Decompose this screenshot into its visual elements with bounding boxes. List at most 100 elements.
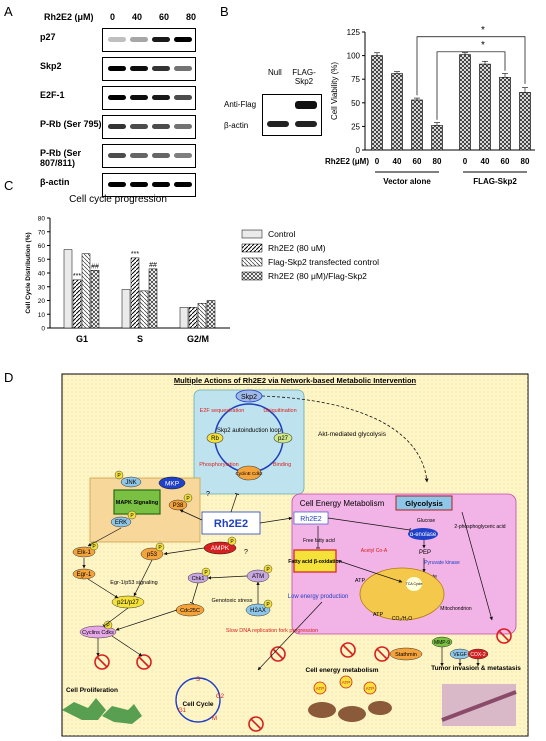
x-tick-label: G2/M [187,334,209,344]
glucose-label: Glucose [417,518,436,524]
blot-band [152,182,170,187]
viability-bar [479,63,491,151]
h2ax-label: H2AX [250,608,266,614]
blot-band [130,66,148,71]
distribution-bar [81,253,91,329]
phospho-badge [263,564,273,574]
stop-icon [496,628,512,644]
distribution-bar [197,303,207,329]
distribution-bar [90,270,100,329]
legend-swatch [241,271,263,281]
distribution-bar [72,279,82,329]
sig-bracket [416,36,526,96]
connector [87,527,122,547]
panel-c-letter: C [4,178,14,193]
blot-band [108,37,126,42]
dose-label: 60 [158,12,169,22]
viability-bar [371,55,383,151]
atm-label: ATM [252,574,264,580]
rh2e2-question: ? [244,549,248,556]
mmp9-label: MMP-9 [434,640,450,646]
stop-icon [340,642,356,658]
connector-lines [82,492,493,671]
phospho-badge [263,599,273,609]
connector [179,509,203,521]
atp-outcome-label: ATP [342,680,350,685]
y-axis-label: Cell Viability (%) [330,62,339,120]
blot-strip [102,144,196,168]
phospho-label: P [158,545,162,551]
connector [257,601,323,671]
y-tick-label: 0 [356,146,361,155]
phospho-label: P [204,570,208,576]
skp2-label: Skp2 [241,394,257,401]
phospho-badge [201,567,211,577]
elk1-label: Elk-1 [77,550,91,556]
jnk-node [120,476,142,488]
blot-row: β-actin [40,171,200,197]
rb-node [206,432,224,444]
mito-blob [368,701,392,715]
akt-arrow [261,395,429,483]
fao-label: Fatty acid β-oxidation [288,559,342,565]
connector [163,547,205,556]
rh2e2-small-label: Rh2E2 [300,516,322,523]
atp-label-2: ATP [373,612,384,618]
phospho-badge [114,470,124,480]
egr-p53-label: Egr-1/p53 signaling [110,580,157,586]
cell-cycle-chart: Cell cycle progression01020304050607080C… [25,194,379,344]
atp-outcome-group: ATP ATP ATP [313,675,377,695]
invasion-fiber [441,690,517,722]
genotoxic-label: Genotoxic stress [212,598,253,604]
phospho-badge [155,542,165,552]
cell-blob [102,704,142,724]
phospho-badge [127,510,137,520]
x-tick-label: 0 [375,157,380,166]
connector [111,635,143,657]
elk1-node [72,546,96,558]
x-tick-label: 80 [433,157,442,166]
atp-outcome-label: ATP [366,686,374,691]
blot-band [152,124,170,129]
e2f-label: E2F sequestration [200,408,245,414]
phospho-badge-labels: P P P P P P P P P P [92,473,270,629]
pep-label: PEP [419,550,431,556]
glycolysis-box [395,495,453,511]
panel-b-letter: B [220,4,229,19]
y-tick-label: 25 [351,122,360,131]
x-tick-label: 60 [501,157,510,166]
group-label: FLAG-Skp2 [473,177,517,186]
blot-b-image [262,94,322,136]
mito-blob [338,706,366,722]
blot-band [108,153,126,158]
blot-band [130,95,148,100]
invasion-label-1: Tumor invasion & metastasis [431,665,521,672]
mapk-signaling-box [113,489,161,515]
x-tick-label: 40 [481,157,490,166]
stop-icon [94,654,110,670]
x-tick-label: S [137,334,143,344]
jnk-label: JNK [125,480,136,486]
blot-band [152,153,170,158]
connector [133,559,153,597]
connector [335,559,403,583]
mito-label: Mitochondrion [440,606,472,612]
legend-swatch [241,257,263,267]
chk1-label: Chk1 [192,576,205,582]
phospho-badge [227,536,237,546]
cell-cycle-ring [175,677,221,723]
stathmin-label: Stathmin [395,652,417,658]
s-label: S [196,677,200,683]
stop-icon [136,654,152,670]
enolase-node [408,528,438,540]
legend-swatch [241,229,263,239]
connector [230,492,240,513]
blot-row: p27 [40,26,200,52]
significance-annotation: *** [131,251,139,258]
distribution-bar [139,290,149,329]
phos-label: Phosphorylation [199,462,238,468]
blot-band [152,37,170,42]
distribution-bar [206,300,216,329]
enolase-label: α-enolase [410,532,437,538]
